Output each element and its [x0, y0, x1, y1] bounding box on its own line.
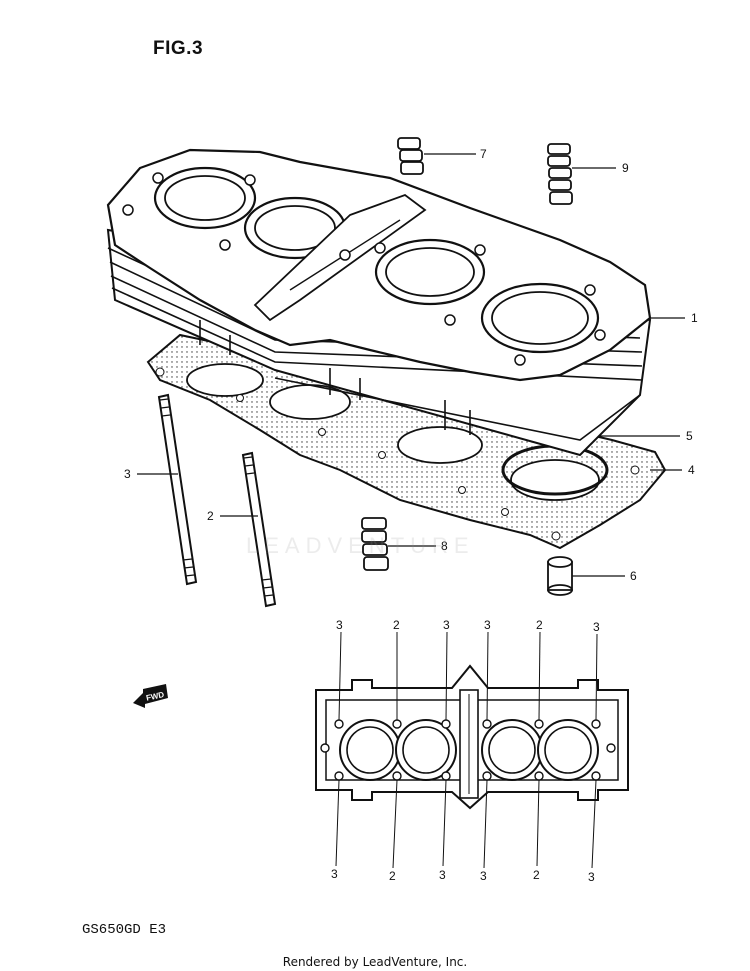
- stud-label-top-4: 3: [484, 618, 491, 632]
- model-code: GS650GD E3: [82, 922, 167, 938]
- stud-label-top-6: 3: [593, 620, 600, 634]
- callout-4: 4: [688, 463, 695, 477]
- callout-1: 1: [691, 311, 698, 325]
- stud-label-top-3: 3: [443, 618, 450, 632]
- stud-position-map: 3 2 3 3 2 3 3 2 3 3 2 3: [315, 618, 629, 884]
- callout-8: 8: [441, 539, 448, 553]
- fwd-label: FWD: [145, 690, 165, 703]
- watermark: LEADVENTURE: [246, 533, 475, 558]
- stud-label-bottom-2: 2: [389, 869, 396, 883]
- stud-label-bottom-4: 3: [480, 869, 487, 883]
- figure-title: FIG.3: [153, 38, 204, 59]
- part-7-cap: [397, 137, 424, 175]
- footer-credit: Rendered by LeadVenture, Inc.: [282, 955, 468, 969]
- cylinder-block: [106, 148, 652, 457]
- callout-2: 2: [207, 509, 214, 523]
- stud-label-top-5: 2: [536, 618, 543, 632]
- part-9-cap: [547, 143, 573, 205]
- callouts: 1 5 4 6 7 9 8 3 2: [124, 147, 698, 583]
- callout-3: 3: [124, 467, 131, 481]
- stud-bolt-long: [157, 393, 198, 586]
- leader-lines: [137, 153, 685, 577]
- callout-9: 9: [622, 161, 629, 175]
- stud-label-bottom-1: 3: [331, 867, 338, 881]
- stud-label-bottom-3: 3: [439, 868, 446, 882]
- cylinder-base-gasket: [146, 333, 667, 550]
- stud-label-top-1: 3: [336, 618, 343, 632]
- callout-5: 5: [686, 429, 693, 443]
- stud-label-top-2: 2: [393, 618, 400, 632]
- callout-7: 7: [480, 147, 487, 161]
- part-8-cap: [361, 517, 389, 571]
- stud-label-bottom-6: 3: [588, 870, 595, 884]
- dowel-pin: [547, 556, 573, 596]
- stud-bolt-short: [241, 451, 277, 608]
- stud-label-bottom-5: 2: [533, 868, 540, 882]
- fwd-arrow: FWD: [133, 684, 168, 708]
- callout-6: 6: [630, 569, 637, 583]
